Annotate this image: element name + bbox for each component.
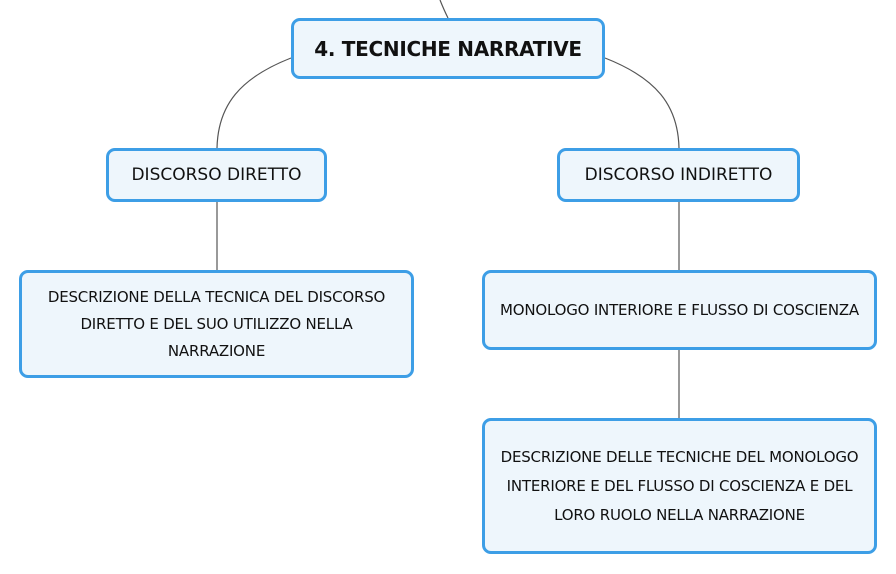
connector-parent-to-root: [439, 0, 449, 19]
node-descrizione-discorso-diretto[interactable]: DESCRIZIONE DELLA TECNICA DEL DISCORSO D…: [19, 270, 414, 378]
node-monologo-interiore[interactable]: MONOLOGO INTERIORE E FLUSSO DI COSCIENZA: [482, 270, 877, 350]
node-monologo-interiore-label: MONOLOGO INTERIORE E FLUSSO DI COSCIENZA: [500, 300, 859, 319]
node-discorso-diretto[interactable]: DISCORSO DIRETTO: [106, 148, 327, 202]
connector-root-to-discorso-diretto: [216, 57, 292, 149]
node-discorso-indiretto[interactable]: DISCORSO INDIRETTO: [557, 148, 800, 202]
node-descrizione-monologo-label: DESCRIZIONE DELLE TECNICHE DEL MONOLOGO …: [500, 447, 859, 524]
node-descrizione-monologo[interactable]: DESCRIZIONE DELLE TECNICHE DEL MONOLOGO …: [482, 418, 877, 554]
node-discorso-diretto-label: DISCORSO DIRETTO: [131, 165, 302, 185]
connector-root-to-discorso-indiretto: [604, 57, 680, 149]
node-descrizione-discorso-diretto-label: DESCRIZIONE DELLA TECNICA DEL DISCORSO D…: [47, 287, 386, 360]
root-node-tecniche-narrative[interactable]: 4. TECNICHE NARRATIVE: [291, 18, 605, 79]
node-discorso-indiretto-label: DISCORSO INDIRETTO: [584, 165, 773, 185]
root-node-label: 4. TECNICHE NARRATIVE: [314, 36, 582, 61]
